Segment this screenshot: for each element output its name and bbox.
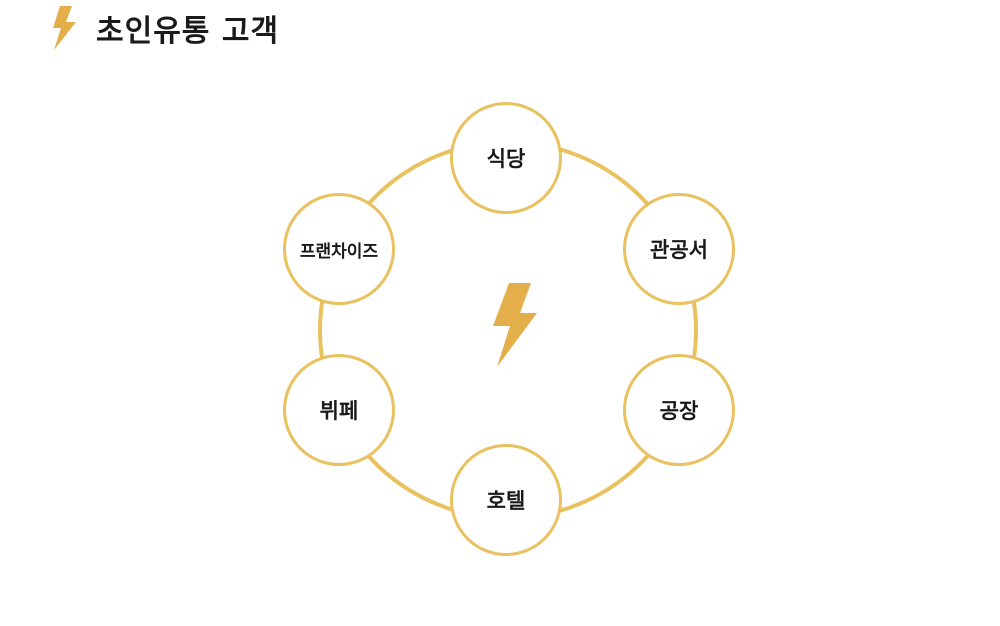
lightning-bolt-icon	[493, 283, 537, 367]
node-hotel: 호텔	[450, 444, 562, 556]
node-buffet: 뷔페	[283, 354, 395, 466]
node-restaurant: 식당	[450, 102, 562, 214]
node-label: 뷔페	[319, 399, 359, 423]
node-factory: 공장	[623, 354, 735, 466]
node-label: 관공서	[650, 238, 708, 262]
node-government-office: 관공서	[623, 193, 735, 305]
page-title: 초인유통 고객	[96, 14, 280, 49]
node-franchise: 프랜차이즈	[283, 193, 395, 305]
lightning-bolt-icon	[53, 6, 76, 50]
node-label: 식당	[486, 147, 526, 171]
node-label: 프랜차이즈	[299, 241, 379, 262]
node-label: 호텔	[486, 489, 526, 513]
header: 초인유통 고객	[50, 6, 279, 50]
node-label: 공장	[659, 399, 699, 423]
